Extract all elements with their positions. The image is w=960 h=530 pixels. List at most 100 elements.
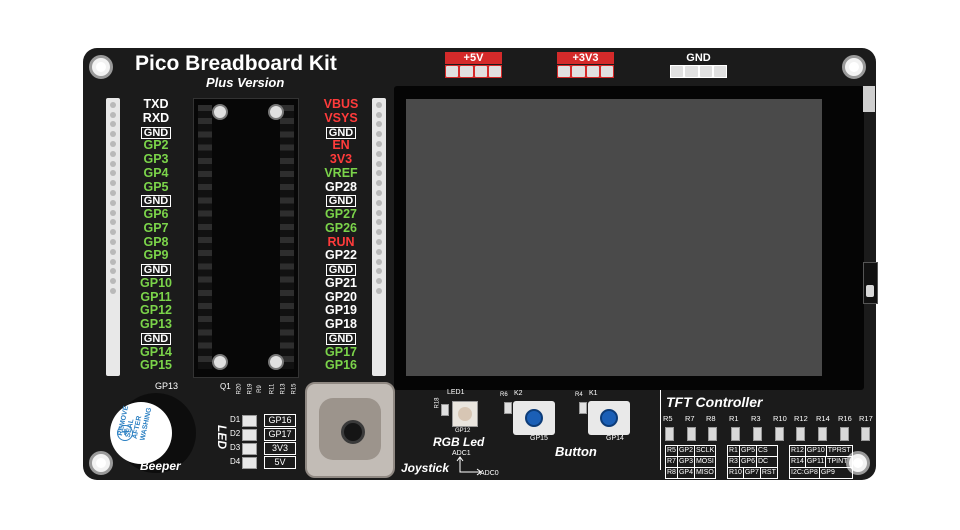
header-socket-hole[interactable] bbox=[110, 229, 116, 236]
header-socket-hole[interactable] bbox=[376, 140, 382, 147]
header-socket-hole[interactable] bbox=[110, 180, 116, 187]
header-socket-hole[interactable] bbox=[110, 219, 116, 226]
power-header-3v3[interactable]: +3V3 bbox=[557, 52, 614, 79]
header-socket-hole[interactable] bbox=[376, 229, 382, 236]
right-pin-label: EN bbox=[318, 138, 364, 153]
header-socket-hole[interactable] bbox=[376, 258, 382, 265]
button-k1[interactable] bbox=[588, 401, 630, 435]
right-pin-label: GND bbox=[318, 194, 364, 208]
tft-resistor-label: R10 bbox=[773, 414, 787, 423]
power-header-5v-label: +5V bbox=[445, 52, 502, 64]
pin-label-text: GP4 bbox=[143, 165, 169, 180]
plus-icon: + bbox=[117, 425, 133, 441]
header-socket-hole[interactable] bbox=[376, 248, 382, 255]
tft-table-cell: GP7 bbox=[744, 468, 761, 478]
tft-table-cell: GP11 bbox=[806, 457, 827, 467]
header-socket-hole[interactable] bbox=[376, 238, 382, 245]
left-pin-label: GP11 bbox=[134, 290, 178, 305]
header-socket-hole[interactable] bbox=[376, 131, 382, 138]
sd-card-slot[interactable] bbox=[863, 262, 878, 304]
pin-label-text: GND bbox=[140, 195, 172, 208]
tft-resistor-label: R5 bbox=[663, 414, 673, 423]
header-socket-hole[interactable] bbox=[376, 219, 382, 226]
header-socket-hole[interactable] bbox=[110, 101, 116, 108]
right-pin-label: GP19 bbox=[318, 303, 364, 318]
pin-label-text: GP10 bbox=[140, 275, 172, 290]
joystick[interactable] bbox=[305, 382, 395, 478]
header-socket-hole[interactable] bbox=[110, 287, 116, 294]
header-socket-hole[interactable] bbox=[110, 170, 116, 177]
power-header-gnd-pins bbox=[670, 65, 727, 78]
header-socket-hole[interactable] bbox=[376, 111, 382, 118]
female-header-left[interactable] bbox=[106, 98, 120, 376]
pin-label-text: GP20 bbox=[325, 289, 357, 304]
led-designator: D1 bbox=[230, 415, 241, 424]
header-socket-hole[interactable] bbox=[110, 121, 116, 128]
led bbox=[242, 429, 257, 441]
header-socket-hole[interactable] bbox=[110, 189, 116, 196]
header-socket-hole[interactable] bbox=[376, 189, 382, 196]
female-header-right[interactable] bbox=[372, 98, 386, 376]
header-socket-hole[interactable] bbox=[376, 170, 382, 177]
header-socket-hole[interactable] bbox=[376, 268, 382, 275]
led-label: LED bbox=[215, 425, 229, 449]
header-socket-hole[interactable] bbox=[110, 278, 116, 285]
button-k2[interactable] bbox=[513, 401, 555, 435]
header-socket-hole[interactable] bbox=[376, 199, 382, 206]
tft-resistor-label: R17 bbox=[859, 414, 873, 423]
header-socket-hole[interactable] bbox=[110, 238, 116, 245]
tft-resistor-pad bbox=[775, 427, 784, 441]
right-pin-label: GP21 bbox=[318, 276, 364, 291]
pin-label-text: GP28 bbox=[325, 179, 357, 194]
header-socket-hole[interactable] bbox=[376, 278, 382, 285]
tft-resistor-label: R12 bbox=[794, 414, 808, 423]
right-pin-label: VREF bbox=[318, 166, 364, 181]
header-socket-hole[interactable] bbox=[376, 121, 382, 128]
right-pin-label: GP26 bbox=[318, 221, 364, 236]
header-socket-hole[interactable] bbox=[110, 199, 116, 206]
header-socket-hole[interactable] bbox=[110, 268, 116, 275]
tft-resistor-pad bbox=[708, 427, 717, 441]
pin-label-text: GND bbox=[140, 126, 172, 139]
header-socket-hole[interactable] bbox=[110, 209, 116, 216]
rgb-led-label: RGB Led bbox=[433, 435, 485, 449]
tft-screen[interactable] bbox=[406, 99, 822, 376]
header-socket-hole[interactable] bbox=[376, 180, 382, 187]
pin-label-text: VSYS bbox=[324, 110, 358, 125]
header-socket-hole[interactable] bbox=[110, 140, 116, 147]
power-header-5v[interactable]: +5V bbox=[445, 52, 502, 79]
pin-label-text: RXD bbox=[142, 110, 170, 125]
tft-resistor-label: R14 bbox=[816, 414, 830, 423]
power-header-gnd[interactable]: GND bbox=[670, 52, 727, 79]
tft-table-cell: TPRST bbox=[827, 447, 851, 454]
led-designator: D4 bbox=[230, 457, 241, 466]
left-pin-label: GP7 bbox=[134, 221, 178, 236]
header-socket-hole[interactable] bbox=[110, 111, 116, 118]
tft-resistor-pad bbox=[861, 427, 870, 441]
board-subtitle: Plus Version bbox=[206, 75, 285, 90]
header-socket-hole[interactable] bbox=[376, 287, 382, 294]
header-socket-hole[interactable] bbox=[376, 209, 382, 216]
rgb-led-designator: LED1 bbox=[447, 389, 465, 396]
header-socket-hole[interactable] bbox=[110, 248, 116, 255]
header-socket-hole[interactable] bbox=[110, 150, 116, 157]
tft-resistor-label: R7 bbox=[685, 414, 695, 423]
pin-label-text: TXD bbox=[143, 97, 169, 111]
tft-table-cell: R10 bbox=[729, 468, 744, 478]
header-socket-hole[interactable] bbox=[376, 160, 382, 167]
header-socket-hole[interactable] bbox=[110, 131, 116, 138]
right-pin-label: GP27 bbox=[318, 207, 364, 222]
q1-label: Q1 bbox=[220, 382, 231, 391]
joystick-knob[interactable] bbox=[341, 420, 365, 444]
header-socket-hole[interactable] bbox=[110, 258, 116, 265]
header-socket-hole[interactable] bbox=[376, 101, 382, 108]
left-pin-label: GP12 bbox=[134, 303, 178, 318]
header-socket-hole[interactable] bbox=[110, 160, 116, 167]
header-socket-hole[interactable] bbox=[376, 150, 382, 157]
